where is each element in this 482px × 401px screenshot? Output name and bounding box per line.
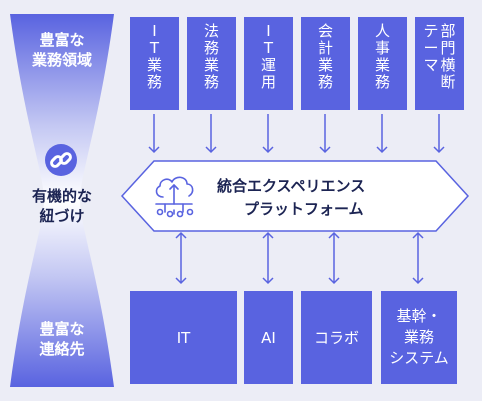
bidir-arrow-collab: [328, 231, 340, 285]
contact-box-ai: AI: [244, 291, 293, 384]
down-arrow-2: [205, 114, 217, 154]
domain-box-cross-dept: 部門横断 テーマ: [415, 17, 464, 110]
domain-box-legal: 法務業務: [187, 17, 236, 110]
down-arrow-6: [433, 114, 445, 154]
bidir-arrow-ai: [262, 231, 274, 285]
domain-box-hr: 人事業務: [358, 17, 407, 110]
contact-label: 豊富な 連絡先: [39, 320, 85, 358]
platform-hexagon: [120, 160, 470, 232]
bidir-arrow-core: [412, 231, 424, 285]
link-label: 有機的な 紐づけ: [31, 187, 92, 225]
contact-box-collab: コラボ: [301, 291, 372, 384]
domain-box-accounting: 会計業務: [301, 17, 350, 110]
scope-label: 豊富な 業務領域: [31, 31, 92, 69]
down-arrow-4: [319, 114, 331, 154]
down-arrow-3: [262, 114, 274, 154]
cloud-network-icon: [155, 176, 194, 218]
platform-title: 統合エクスペリエンス プラットフォーム: [217, 177, 366, 218]
down-arrow-5: [376, 114, 388, 154]
contact-box-it: IT: [130, 291, 237, 384]
bidir-arrow-it: [175, 231, 187, 285]
down-arrow-1: [148, 114, 160, 154]
contact-box-core-systems: 基幹・ 業務 システム: [381, 291, 457, 384]
